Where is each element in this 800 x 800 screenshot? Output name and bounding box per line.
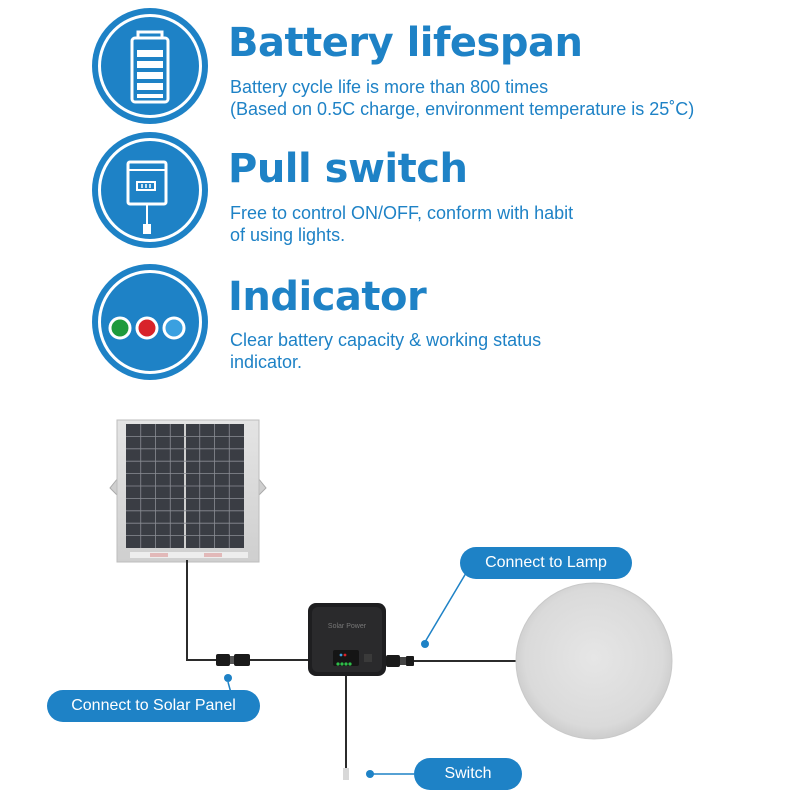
connect-to-solar-panel-label: Connect to Solar Panel bbox=[47, 690, 260, 722]
lamp bbox=[515, 582, 673, 740]
lamp-connector bbox=[386, 655, 414, 667]
pull-switch-end bbox=[343, 768, 349, 780]
feature-pull-switch: Pull switch Free to control ON/OFF, conf… bbox=[0, 130, 800, 250]
feature-indicator: Indicator Clear battery capacity & worki… bbox=[0, 262, 800, 382]
battery-icon bbox=[130, 30, 170, 104]
pull-switch-icon bbox=[126, 160, 168, 234]
cables bbox=[186, 560, 520, 770]
switch-label: Switch bbox=[414, 758, 522, 790]
feature-description: Battery cycle life is more than 800 time… bbox=[230, 77, 695, 119]
controller-label: Solar Power bbox=[328, 623, 367, 630]
indicator-icon-circle bbox=[92, 264, 208, 380]
solar-connector bbox=[216, 654, 250, 666]
solar-panel bbox=[109, 419, 267, 563]
feature-title: Pull switch bbox=[228, 146, 468, 192]
solar-cell-grid bbox=[126, 424, 244, 548]
controller-box: Solar Power bbox=[308, 603, 386, 676]
indicator-lights-icon bbox=[108, 316, 186, 340]
feature-title: Indicator bbox=[228, 274, 427, 320]
pull-switch-icon-circle bbox=[92, 132, 208, 248]
feature-battery-lifespan: Battery lifespan Battery cycle life is m… bbox=[0, 6, 800, 126]
feature-description: Free to control ON/OFF, conform with hab… bbox=[230, 203, 574, 245]
feature-description: Clear battery capacity & working status … bbox=[230, 330, 542, 372]
connect-to-lamp-label: Connect to Lamp bbox=[460, 547, 632, 579]
feature-title: Battery lifespan bbox=[228, 20, 583, 66]
battery-icon-circle bbox=[92, 8, 208, 124]
